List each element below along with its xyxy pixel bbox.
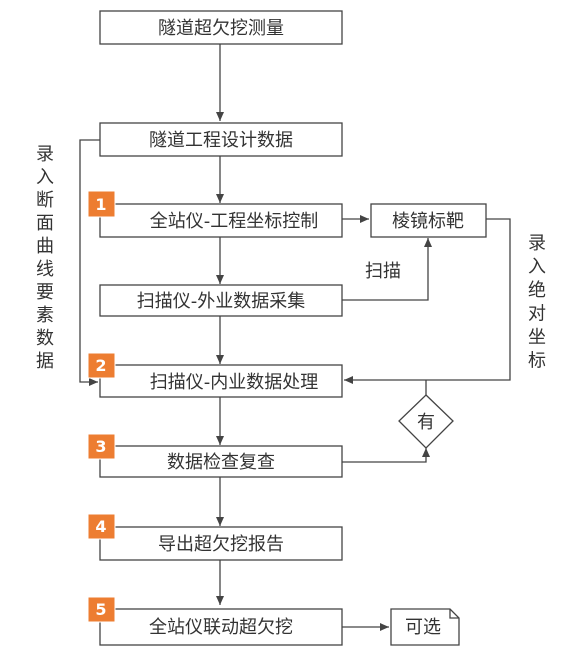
arrow-left-loop [79, 139, 100, 386]
node-scanner-office: 扫描仪-内业数据处理 [99, 364, 343, 398]
node-tunnel-measure: 隧道超欠挖测量 [99, 10, 343, 45]
arrow-check-to-decision [342, 448, 430, 463]
scan-label: 扫描 [365, 261, 401, 282]
right-vertical-label: 录入绝对坐标 [528, 233, 546, 372]
right-vertical-char: 入 [528, 257, 546, 278]
node-scanner-field: 扫描仪-外业数据采集 [99, 284, 343, 317]
node-total-station-linkage-label: 全站仪联动超欠挖 [149, 617, 293, 638]
step-badge-2: 2 [87, 352, 116, 379]
node-scanner-office-label: 扫描仪-内业数据处理 [150, 372, 319, 393]
right-vertical-char: 对 [528, 304, 546, 325]
left-vertical-char: 面 [36, 213, 54, 234]
right-vertical-char: 标 [528, 351, 546, 372]
node-design-data-label: 隧道工程设计数据 [149, 130, 293, 151]
left-vertical-char: 曲 [36, 236, 54, 257]
left-vertical-char: 录 [36, 144, 54, 165]
node-optional-label: 可选 [405, 617, 441, 638]
node-prism-target: 棱镜标靶 [370, 203, 487, 238]
node-total-station-control-label: 全站仪-工程坐标控制 [150, 211, 319, 232]
step-badge-3-label: 3 [95, 437, 106, 456]
step-badge-1: 1 [87, 190, 116, 218]
right-vertical-char: 录 [528, 233, 546, 254]
left-vertical-char: 入 [36, 167, 54, 188]
right-vertical-char: 绝 [528, 280, 546, 301]
node-data-check: 数据检查复查 [99, 445, 343, 478]
step-badge-5: 5 [87, 596, 116, 623]
node-total-station-control: 全站仪-工程坐标控制 [99, 203, 343, 238]
step-badge-3: 3 [87, 433, 116, 460]
node-decision: 有 [398, 394, 454, 449]
step-badge-5-label: 5 [95, 600, 106, 619]
left-vertical-char: 线 [36, 259, 54, 280]
left-vertical-char: 据 [36, 351, 54, 372]
node-optional: 可选 [390, 608, 460, 646]
node-prism-target-label: 棱镜标靶 [392, 211, 464, 232]
left-vertical-char: 断 [36, 190, 54, 211]
right-vertical-char: 坐 [528, 327, 546, 348]
left-vertical-char: 数 [36, 328, 54, 349]
step-badge-1-label: 1 [95, 195, 106, 214]
arrow-field-to-prism [342, 238, 432, 301]
step-badge-2-label: 2 [95, 356, 106, 375]
step-badge-4: 4 [87, 513, 116, 540]
step-badge-4-label: 4 [95, 517, 106, 536]
left-vertical-char: 要 [36, 282, 54, 303]
connectors [79, 44, 511, 631]
node-decision-label: 有 [417, 412, 435, 433]
node-export-report: 导出超欠挖报告 [99, 526, 343, 561]
node-export-report-label: 导出超欠挖报告 [158, 534, 284, 555]
node-design-data: 隧道工程设计数据 [99, 122, 343, 157]
arrow-prism-to-office [344, 218, 511, 384]
node-scanner-field-label: 扫描仪-外业数据采集 [137, 291, 306, 312]
node-total-station-linkage: 全站仪联动超欠挖 [99, 608, 343, 646]
left-vertical-label: 录入断面曲线要素数据 [36, 144, 54, 372]
left-vertical-char: 素 [36, 305, 54, 326]
node-data-check-label: 数据检查复查 [167, 452, 275, 473]
node-tunnel-measure-label: 隧道超欠挖测量 [158, 18, 284, 39]
